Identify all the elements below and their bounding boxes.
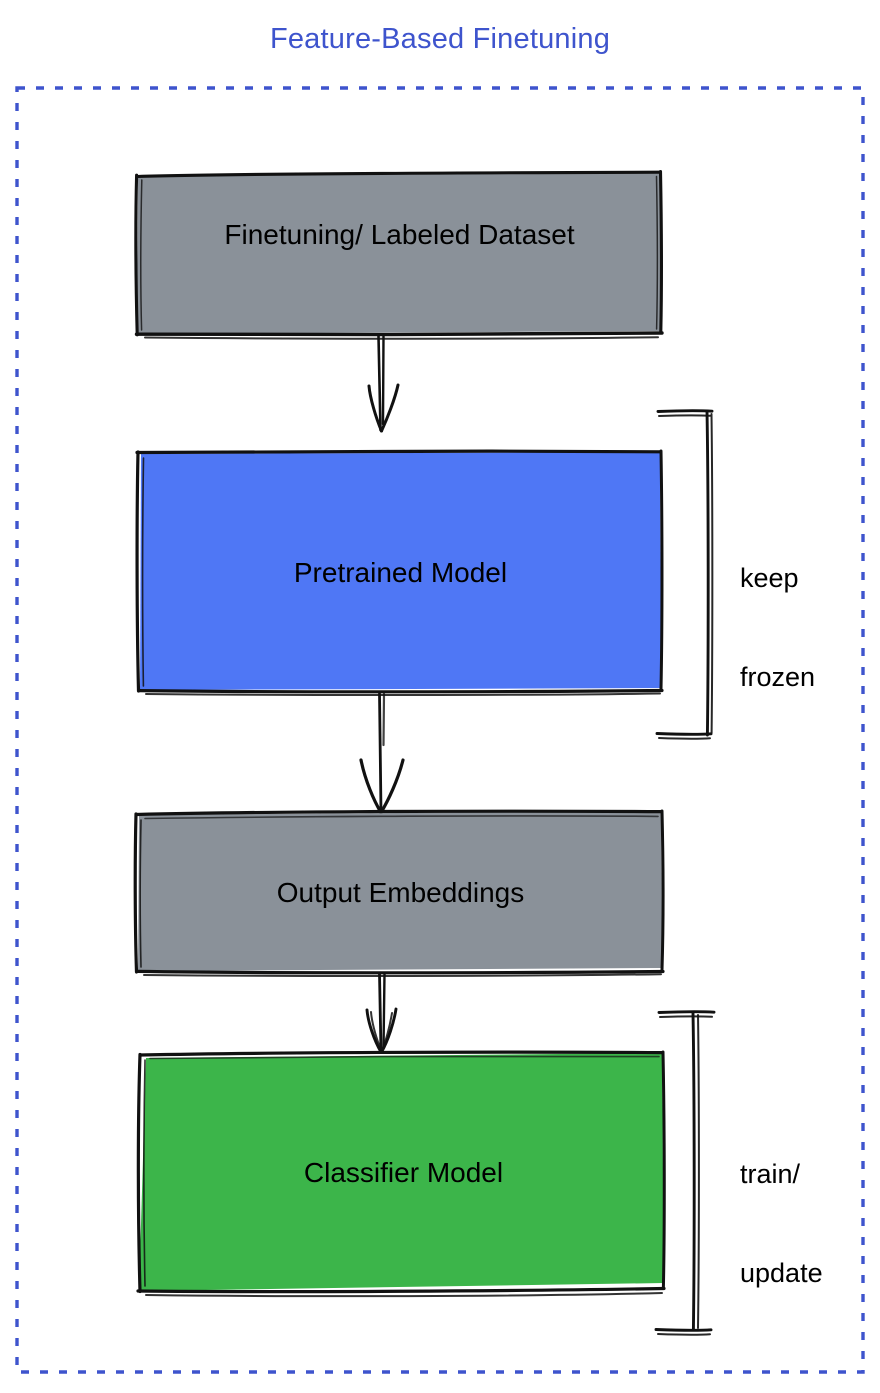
node-dataset[interactable] [134, 169, 664, 340]
node-embeddings-sketch-stroke-3 [135, 969, 665, 975]
bracket-train-update-bottom-arm-2 [657, 1333, 711, 1336]
edge-dataset-pretrained-head-left [367, 384, 383, 433]
edge-embeddings-classifier-head-right-2 [380, 1012, 393, 1053]
edge-embeddings-classifier-shaft-a [378, 972, 383, 1054]
annotation-train-update-line1: train/ [740, 1158, 801, 1189]
node-pretrained[interactable] [135, 449, 664, 697]
node-dataset-sketch-stroke-4 [134, 173, 139, 337]
node-classifier-sketch-stroke-7 [149, 1055, 660, 1060]
bracket-train-update [654, 1010, 716, 1336]
node-classifier-label: Classifier Model [303, 1157, 504, 1188]
edge-pretrained-embeddings-shaft-b [382, 692, 386, 747]
node-classifier-sketch-stroke-3 [136, 1286, 666, 1294]
node-classifier-sketch-stroke-2 [661, 1050, 666, 1289]
node-classifier-sketch-stroke-5 [143, 1059, 146, 1287]
bracket-train-update-top-arm-2 [659, 1015, 713, 1018]
node-embeddings-shape [138, 811, 662, 971]
node-dataset-shape [137, 172, 661, 334]
bracket-keep-frozen-stem-2 [710, 413, 714, 734]
node-dataset-sketch-stroke-7 [144, 336, 659, 340]
node-dataset-sketch-stroke-2 [658, 169, 663, 334]
node-dataset-sketch-stroke-6 [655, 175, 659, 330]
node-embeddings-sketch-stroke-1 [134, 809, 663, 817]
bracket-keep-frozen [655, 409, 714, 740]
node-dataset-sketch-stroke-5 [140, 179, 143, 331]
node-classifier-shape [139, 1053, 664, 1291]
annotation-keep-frozen-line1: keep [740, 562, 799, 593]
bracket-train-update-bottom-arm [654, 1328, 713, 1332]
node-pretrained-sketch-stroke-2 [659, 449, 664, 691]
node-embeddings-sketch-stroke-6 [143, 973, 662, 978]
bracket-train-update-stem-2 [697, 1014, 700, 1329]
node-classifier-sketch-stroke-6 [145, 1292, 663, 1298]
edge-embeddings-classifier-head-left [365, 1008, 383, 1054]
edge-pretrained-embeddings-shaft-a [378, 692, 383, 814]
node-pretrained-sketch-stroke-6 [145, 692, 661, 697]
node-pretrained-label: Pretrained Model [293, 557, 508, 588]
bracket-keep-frozen-top-arm [656, 409, 714, 413]
node-dataset-sketch-stroke-1 [135, 170, 662, 179]
diagram-frame [15, 86, 865, 1374]
node-pretrained-sketch-stroke-1 [135, 449, 663, 455]
edge-embeddings-classifier-head-left-2 [370, 1011, 383, 1053]
node-embeddings-sketch-stroke-2 [660, 809, 665, 972]
node-dataset-sketch-stroke-3 [134, 331, 664, 337]
edge-dataset-pretrained [367, 334, 400, 433]
annotation-train-update: train/ update [740, 1092, 823, 1356]
node-pretrained-sketch-stroke-4 [135, 450, 141, 693]
node-classifier-sketch-stroke-1 [139, 1050, 664, 1057]
node-embeddings[interactable] [133, 809, 665, 978]
node-dataset-label: Finetuning/ Labeled Dataset [224, 219, 575, 250]
node-classifier-sketch-stroke-4 [136, 1052, 142, 1294]
bracket-keep-frozen-stem [705, 409, 710, 737]
annotation-train-update-line2: update [740, 1257, 823, 1288]
bracket-keep-frozen-bottom-arm [655, 732, 713, 736]
edge-pretrained-embeddings [359, 692, 405, 815]
bracket-keep-frozen-top-arm-2 [658, 414, 711, 417]
node-embeddings-sketch-stroke-4 [133, 812, 139, 974]
edge-pretrained-embeddings-head-left [359, 758, 383, 815]
edge-dataset-pretrained-shaft-a [377, 334, 382, 432]
node-pretrained-sketch-stroke-3 [137, 688, 664, 694]
bracket-keep-frozen-bottom-arm-2 [658, 737, 711, 740]
node-pretrained-sketch-stroke-5 [141, 457, 145, 687]
node-pretrained-shape [140, 452, 661, 690]
node-embeddings-sketch-stroke-5 [139, 819, 142, 968]
node-embeddings-label: Output Embeddings [276, 877, 525, 908]
bracket-train-update-stem [691, 1011, 696, 1332]
node-embeddings-sketch-stroke-7 [144, 815, 659, 820]
annotation-keep-frozen-line2: frozen [740, 661, 816, 692]
node-classifier[interactable] [136, 1050, 666, 1298]
edge-embeddings-classifier-shaft-b [382, 972, 386, 1050]
bracket-train-update-top-arm [657, 1010, 716, 1014]
page-title: Feature-Based Finetuning [269, 23, 611, 55]
edge-pretrained-embeddings-head-right [379, 758, 405, 815]
edge-dataset-pretrained-shaft-b [381, 334, 385, 426]
edge-embeddings-classifier [365, 972, 398, 1054]
annotation-keep-frozen: keep frozen [740, 496, 815, 760]
edge-dataset-pretrained-head-right [380, 383, 400, 433]
